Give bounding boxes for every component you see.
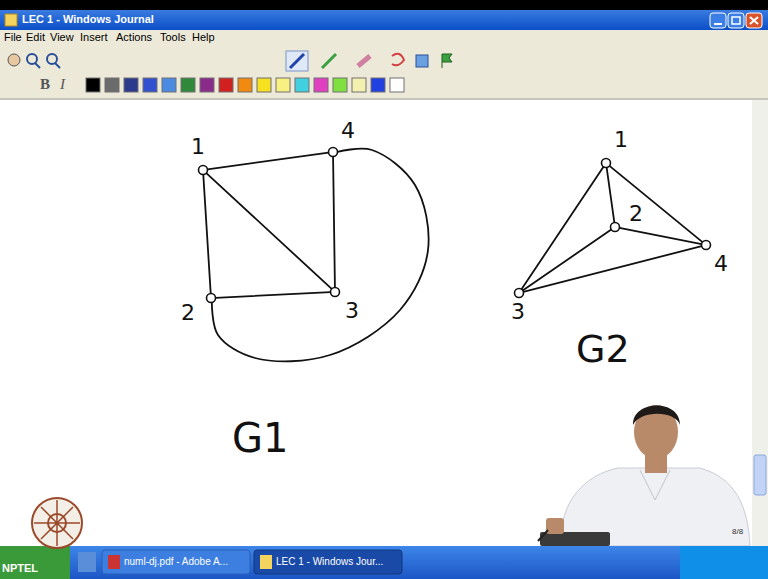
graph-vertex: 4 (327, 146, 339, 158)
graph-edge (207, 153, 328, 170)
palette-swatch (276, 78, 290, 92)
format-button: B (40, 77, 50, 92)
graph-vertex: 1 (600, 157, 612, 169)
vertex-circle (197, 164, 209, 176)
palette-swatch (352, 78, 366, 92)
palette-swatch (371, 78, 385, 92)
vertex-number: 1 (612, 129, 630, 151)
graph-edge (333, 157, 335, 288)
page-counter: 8/8 (732, 528, 743, 536)
title-bar (0, 10, 768, 30)
palette-swatch (162, 78, 176, 92)
menu-item: Edit (26, 32, 45, 43)
graph-vertex: 2 (609, 221, 621, 233)
format-button: I (60, 77, 65, 92)
nptel-logo (32, 498, 82, 548)
toolbar-icons (8, 51, 452, 71)
scrollbar (752, 100, 768, 546)
graph-vertex: 1 (197, 164, 209, 176)
palette-swatch (295, 78, 309, 92)
graph-edge (619, 228, 701, 244)
graph-name: G2 (576, 330, 630, 368)
palette-swatch (143, 78, 157, 92)
graph-edge (523, 246, 701, 292)
graph-edge (609, 166, 702, 242)
vertex-circle (329, 286, 341, 298)
palette-swatch (390, 78, 404, 92)
taskbar-item: numl-dj.pdf - Adobe A... (124, 557, 228, 567)
palette-swatch (124, 78, 138, 92)
palette-swatch (200, 78, 214, 92)
vertex-number: 3 (509, 301, 527, 323)
menu-item: Tools (160, 32, 186, 43)
color-palette (86, 78, 404, 92)
graph-name: G1 (232, 418, 288, 458)
palette-swatch (181, 78, 195, 92)
vertex-number: 1 (189, 136, 207, 158)
vertex-number: 2 (179, 302, 197, 324)
vertex-number: 2 (627, 203, 645, 225)
logo-text: NPTEL (2, 563, 38, 574)
graph-edge (607, 167, 615, 222)
vertex-circle (205, 292, 217, 304)
graph-vertex: 3 (329, 286, 341, 298)
menu-bar (0, 30, 768, 46)
graph-edge (212, 149, 429, 362)
window-title: LEC 1 - Windows Journal (22, 14, 154, 25)
menu-item: File (4, 32, 22, 43)
graph-edge (206, 173, 331, 289)
palette-swatch (238, 78, 252, 92)
palette-swatch (105, 78, 119, 92)
lecturer-figure (538, 405, 750, 546)
toolbar (0, 46, 768, 100)
graph-edge (203, 174, 210, 293)
journal-page (0, 100, 752, 546)
vertex-circle (600, 157, 612, 169)
vertex-number: 4 (712, 253, 730, 275)
taskbar-item: LEC 1 - Windows Jour... (276, 557, 383, 567)
palette-swatch (333, 78, 347, 92)
palette-swatch (257, 78, 271, 92)
menu-item: Help (192, 32, 215, 43)
graph-vertex: 2 (205, 292, 217, 304)
vertex-circle (700, 239, 712, 251)
vertex-circle (327, 146, 339, 158)
start-area (0, 546, 70, 579)
taskbar (0, 546, 768, 579)
vertex-circle (609, 221, 621, 233)
graph-edge (522, 167, 604, 290)
vertex-number: 4 (339, 120, 357, 142)
palette-swatch (86, 78, 100, 92)
vertex-circle (513, 287, 525, 299)
palette-swatch (219, 78, 233, 92)
menu-item: Insert (80, 32, 108, 43)
graph-edge (215, 292, 330, 298)
graph-vertex: 4 (700, 239, 712, 251)
palette-swatch (314, 78, 328, 92)
menu-item: Actions (116, 32, 152, 43)
menu-item: View (50, 32, 74, 43)
graph-vertex: 3 (513, 287, 525, 299)
vertex-number: 3 (343, 300, 361, 322)
